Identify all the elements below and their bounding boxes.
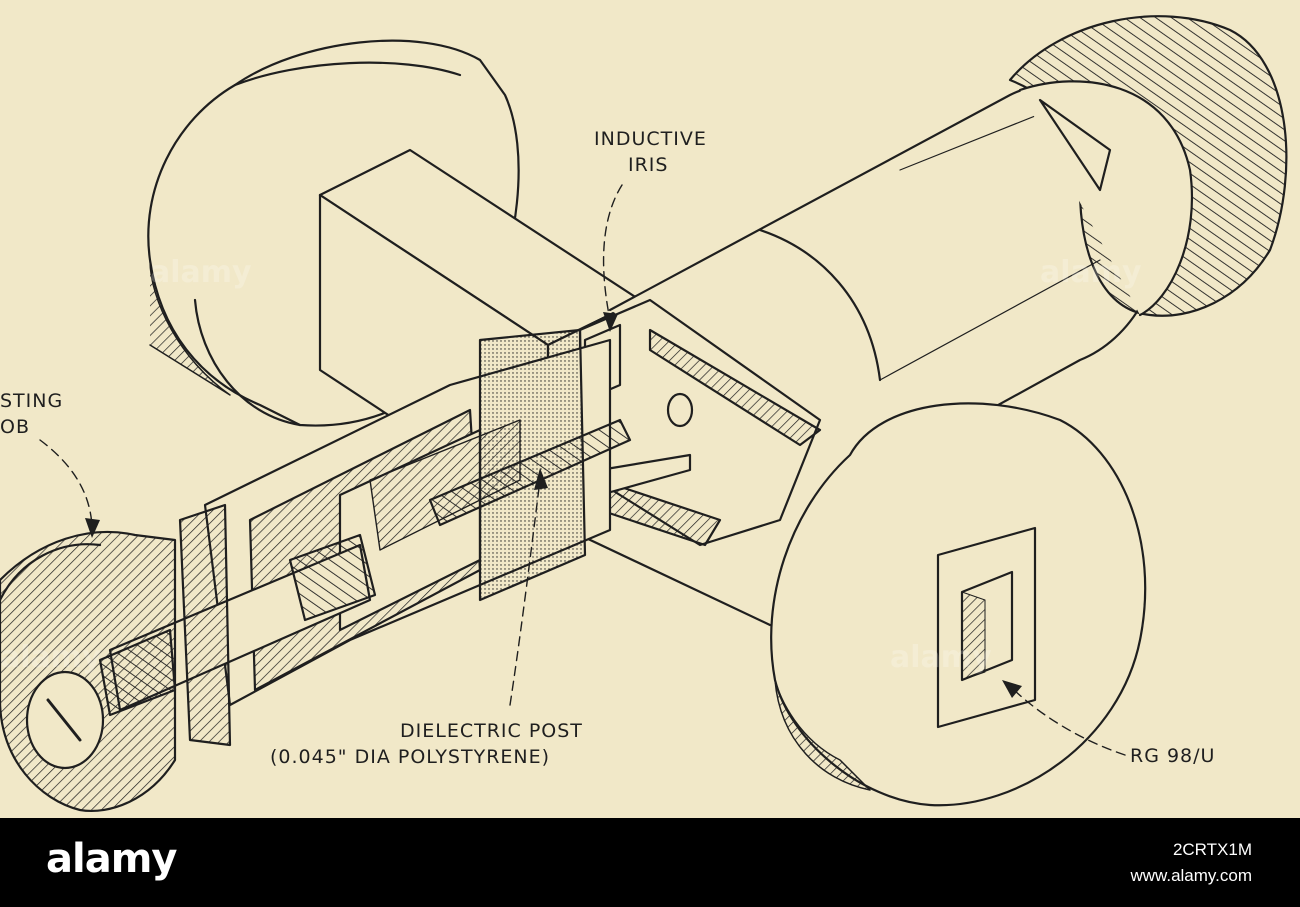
arrowheads bbox=[85, 312, 1022, 698]
knurled-tuning-cap bbox=[1008, 15, 1288, 317]
label-dielectric-post-2: (0.045" DIA POLYSTYRENE) bbox=[270, 746, 551, 768]
cutaway-section bbox=[578, 298, 822, 547]
leader-lines bbox=[39, 184, 1126, 756]
adjusting-knob-assembly bbox=[0, 328, 632, 812]
leader-inductive-iris bbox=[602, 184, 623, 321]
label-rg98u: RG 98/U bbox=[1130, 745, 1216, 767]
watermark-bar: alamy 2CRTX1M www.alamy.com bbox=[0, 818, 1300, 907]
leader-adjusting-knob bbox=[39, 439, 93, 526]
site-url[interactable]: www.alamy.com bbox=[1130, 866, 1252, 885]
label-adjusting-knob-2: OB bbox=[0, 416, 30, 438]
leader-dielectric-post bbox=[509, 479, 541, 706]
front-flange bbox=[770, 402, 1147, 807]
label-adjusting-knob-1: STING bbox=[0, 390, 64, 412]
waveguide-cutaway-diagram bbox=[0, 0, 1300, 818]
leader-rg98u bbox=[1011, 687, 1126, 756]
label-dielectric-post-1: DIELECTRIC POST bbox=[400, 720, 583, 742]
label-inductive-iris-1: INDUCTIVE bbox=[594, 128, 707, 150]
label-inductive-iris-2: IRIS bbox=[628, 154, 669, 176]
alamy-logo: alamy bbox=[46, 836, 177, 882]
image-id: 2CRTX1M bbox=[1172, 840, 1252, 859]
